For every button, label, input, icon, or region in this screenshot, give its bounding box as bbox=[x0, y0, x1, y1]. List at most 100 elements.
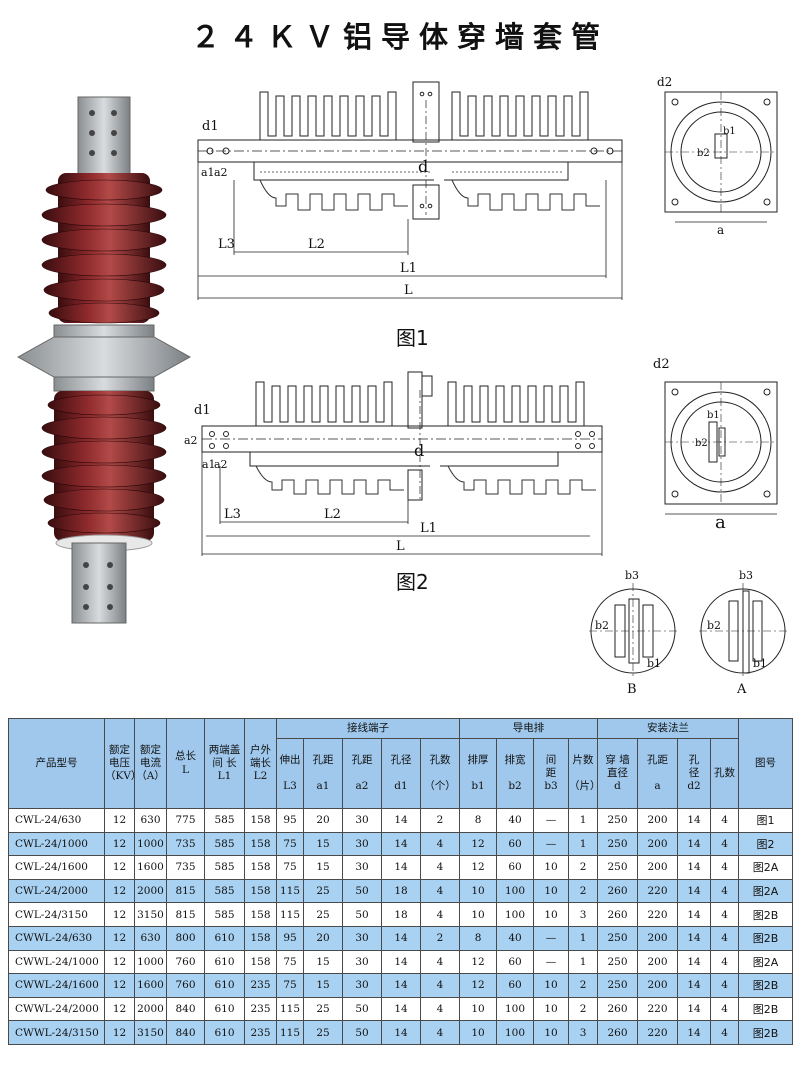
table-cell: 3 bbox=[568, 902, 599, 927]
table-cell: 158 bbox=[244, 902, 277, 927]
cell-model: CWWL-24/1600 bbox=[8, 973, 105, 998]
label-L2-fig2: L2 bbox=[324, 507, 341, 522]
label-b2-A: b2 bbox=[707, 619, 721, 632]
table-cell: 4 bbox=[419, 949, 461, 975]
table-cell: 30 bbox=[342, 949, 382, 975]
table-cell: 630 bbox=[134, 808, 167, 833]
header-model: 产品型号 bbox=[8, 718, 105, 809]
table-cell: 14 bbox=[677, 949, 712, 975]
table-cell: 25 bbox=[303, 878, 343, 904]
table-cell: 158 bbox=[244, 855, 277, 880]
table-cell: 4 bbox=[710, 831, 740, 857]
cell-model: CWL-24/1000 bbox=[8, 831, 105, 857]
cell-model: CWL-24/630 bbox=[8, 808, 105, 833]
label-a2b-fig2: a2 bbox=[214, 458, 228, 471]
page-title: ２４ＫＶ铝导体穿墙套管 bbox=[190, 20, 609, 54]
table-cell: 630 bbox=[134, 925, 167, 951]
label-a1-fig2: a1 bbox=[202, 458, 216, 471]
table-cell: 250 bbox=[597, 855, 639, 880]
table-cell: 14 bbox=[677, 973, 712, 998]
table-cell: 14 bbox=[677, 855, 712, 880]
table-cell: 30 bbox=[342, 973, 382, 998]
header-hole-count: 孔数（个） bbox=[419, 738, 461, 809]
table-cell: 775 bbox=[166, 808, 205, 833]
table-cell: 760 bbox=[166, 949, 205, 975]
table-cell: 8 bbox=[459, 925, 498, 951]
table-cell: 585 bbox=[204, 855, 245, 880]
label-d2-fig2: d2 bbox=[653, 357, 670, 372]
label-a1: a1 bbox=[201, 166, 215, 179]
table-cell: 4 bbox=[710, 902, 740, 927]
table-cell: 4 bbox=[710, 949, 740, 975]
table-cell: 840 bbox=[166, 1020, 205, 1045]
table-cell: 10 bbox=[459, 996, 498, 1022]
table-cell: 4 bbox=[710, 925, 740, 951]
table-cell: 220 bbox=[637, 1020, 679, 1045]
header-busbar-group: 导电排 bbox=[459, 718, 599, 739]
table-cell: 1600 bbox=[134, 973, 167, 998]
label-d: d bbox=[418, 157, 428, 176]
cell-figure: 图2B bbox=[738, 973, 794, 998]
table-cell: 18 bbox=[381, 902, 421, 927]
table-cell: 14 bbox=[381, 925, 421, 951]
table-cell: 20 bbox=[303, 925, 343, 951]
table-cell: 60 bbox=[496, 855, 535, 880]
header-pieces: 片数（片） bbox=[568, 738, 599, 809]
label-L1-fig2: L1 bbox=[420, 521, 437, 536]
table-cell: 3 bbox=[568, 1020, 599, 1045]
table-cell: 4 bbox=[710, 973, 740, 998]
table-cell: 4 bbox=[419, 878, 461, 904]
cell-figure: 图2 bbox=[738, 831, 794, 857]
table-cell: 40 bbox=[496, 925, 535, 951]
label-L2: L2 bbox=[308, 237, 325, 252]
figure-1-label: 图1 bbox=[396, 326, 429, 350]
table-cell: 260 bbox=[597, 996, 639, 1022]
table-cell: 14 bbox=[677, 902, 712, 927]
cell-model: CWL-24/2000 bbox=[8, 878, 105, 904]
table-cell: 15 bbox=[303, 949, 343, 975]
table-cell: 2 bbox=[419, 808, 461, 833]
table-cell: 60 bbox=[496, 973, 535, 998]
figure-1-end-view: d2 b1 b2 a bbox=[657, 75, 778, 237]
label-variant-B: B bbox=[627, 682, 637, 697]
table-cell: 12 bbox=[459, 855, 498, 880]
table-cell: 158 bbox=[244, 831, 277, 857]
label-b1-fig2: b1 bbox=[707, 410, 720, 421]
cell-figure: 图2A bbox=[738, 855, 794, 880]
table-cell: 260 bbox=[597, 878, 639, 904]
cell-model: CWWL-24/3150 bbox=[8, 1020, 105, 1045]
table-cell: 585 bbox=[204, 808, 245, 833]
table-cell: 4 bbox=[710, 808, 740, 833]
table-cell: 200 bbox=[637, 831, 679, 857]
table-cell: 60 bbox=[496, 949, 535, 975]
table-cell: 585 bbox=[204, 878, 245, 904]
table-cell: 200 bbox=[637, 949, 679, 975]
table-cell: 14 bbox=[381, 808, 421, 833]
label-b3-A: b3 bbox=[739, 569, 753, 582]
table-cell: 220 bbox=[637, 996, 679, 1022]
table-cell: 12 bbox=[104, 878, 135, 904]
table-cell: 800 bbox=[166, 925, 205, 951]
figure-1-side-view: d1 a1 a2 d L3 L2 L1 L bbox=[197, 81, 623, 300]
table-cell: 200 bbox=[637, 925, 679, 951]
table-cell: 14 bbox=[381, 831, 421, 857]
label-b3-B: b3 bbox=[625, 569, 639, 582]
figure-2-side-view: d1 a2 a1 a2 d L3 L2 L1 L bbox=[184, 371, 603, 556]
table-cell: 4 bbox=[710, 1020, 740, 1045]
table-cell: 12 bbox=[104, 949, 135, 975]
table-cell: 4 bbox=[710, 855, 740, 880]
table-cell: 50 bbox=[342, 996, 382, 1022]
table-cell: 3150 bbox=[134, 902, 167, 927]
table-cell: 235 bbox=[244, 1020, 277, 1045]
table-cell: 50 bbox=[342, 878, 382, 904]
table-cell: 4 bbox=[419, 831, 461, 857]
